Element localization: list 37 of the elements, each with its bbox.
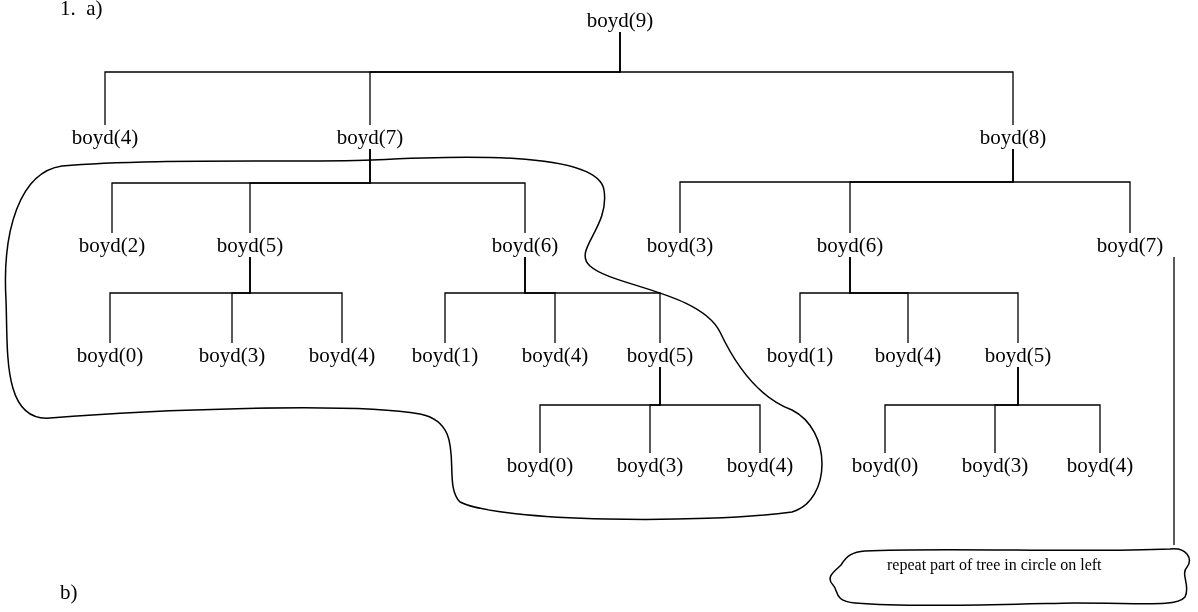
function-call-label: boyd(1) bbox=[765, 343, 835, 367]
function-call-label: boyd(3) bbox=[960, 453, 1030, 477]
tree-connector bbox=[369, 148, 526, 234]
function-call-label: boyd(5) bbox=[215, 233, 285, 257]
tree-connector bbox=[659, 366, 761, 454]
function-call-label: boyd(6) bbox=[815, 233, 885, 257]
function-call-label: boyd(4) bbox=[873, 343, 943, 367]
tree-connector bbox=[1017, 366, 1101, 454]
function-call-label: boyd(4) bbox=[70, 125, 140, 149]
function-call-label: boyd(1) bbox=[410, 343, 480, 367]
function-call-label: boyd(3) bbox=[197, 343, 267, 367]
tree-connector bbox=[524, 256, 661, 344]
function-call-label: boyd(5) bbox=[625, 343, 695, 367]
tree-connector bbox=[1012, 148, 1131, 234]
tree-connector bbox=[849, 256, 1019, 344]
tree-connector bbox=[1173, 256, 1175, 546]
function-call-label: boyd(6) bbox=[490, 233, 560, 257]
note-text: repeat part of tree in circle on left bbox=[887, 555, 1102, 575]
function-call-label: boyd(3) bbox=[615, 453, 685, 477]
function-call-label: boyd(0) bbox=[75, 343, 145, 367]
function-call-label: boyd(0) bbox=[505, 453, 575, 477]
function-call-label: boyd(9) bbox=[585, 8, 655, 32]
function-call-label: boyd(7) bbox=[1095, 233, 1165, 257]
function-call-label: boyd(8) bbox=[978, 125, 1048, 149]
function-call-label: boyd(2) bbox=[77, 233, 147, 257]
function-call-label: boyd(4) bbox=[520, 343, 590, 367]
question-label: b) bbox=[60, 580, 78, 604]
tree-connector bbox=[249, 256, 343, 344]
function-call-label: boyd(0) bbox=[850, 453, 920, 477]
function-call-label: boyd(5) bbox=[983, 343, 1053, 367]
function-call-label: boyd(3) bbox=[645, 233, 715, 257]
function-call-label: boyd(4) bbox=[1065, 453, 1135, 477]
tree-connector bbox=[619, 31, 1014, 126]
function-call-label: boyd(4) bbox=[307, 343, 377, 367]
function-call-label: boyd(4) bbox=[725, 453, 795, 477]
question-label: 1. a) bbox=[60, 0, 103, 20]
function-call-label: boyd(7) bbox=[335, 125, 405, 149]
